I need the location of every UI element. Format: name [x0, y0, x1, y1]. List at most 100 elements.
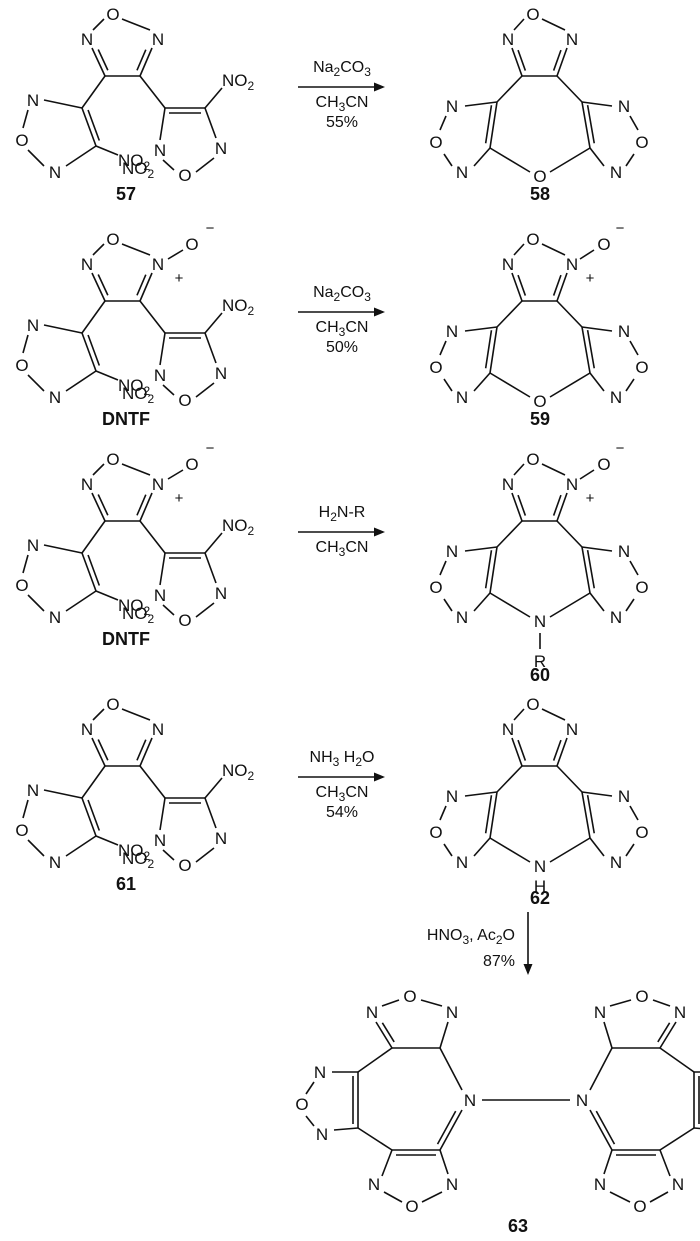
subscript: 3	[333, 755, 340, 769]
nitro-subscript: 2	[248, 304, 255, 318]
n-oxide-bond	[167, 469, 184, 480]
bond-double	[97, 739, 109, 761]
ring-oxygen: O	[178, 391, 191, 410]
bond	[464, 326, 498, 332]
text-run: CH	[316, 94, 339, 111]
bond	[511, 737, 523, 767]
positive-charge: +	[586, 270, 595, 287]
ring-nitrogen: N	[49, 163, 61, 182]
bond	[581, 326, 613, 332]
ring-oxygen: O	[178, 611, 191, 630]
bond	[649, 1191, 669, 1203]
bond	[139, 300, 166, 334]
reaction-condition: HNO3, Ac2O	[427, 927, 515, 947]
ring-nitrogen: N	[314, 1063, 326, 1082]
bond	[81, 797, 97, 837]
bond	[65, 145, 97, 167]
bond	[556, 765, 583, 793]
bridge-oxygen: O	[533, 167, 546, 186]
bond	[489, 592, 531, 618]
bond	[204, 312, 223, 334]
bond	[139, 272, 153, 302]
bond	[659, 1021, 677, 1049]
nitro-group: NO2	[222, 516, 255, 538]
reaction-condition: 55%	[326, 114, 358, 131]
text-run: N-R	[337, 504, 365, 521]
bond	[91, 272, 106, 302]
bond	[489, 147, 531, 173]
bond	[589, 837, 605, 857]
nitro-text: NO	[122, 849, 148, 868]
text-run: O	[362, 749, 374, 766]
bond	[195, 602, 215, 618]
bond-double	[517, 739, 527, 761]
bond	[439, 805, 447, 821]
ring-nitrogen: N	[316, 1125, 328, 1144]
ring-nitrogen: N	[446, 787, 458, 806]
bond	[549, 147, 591, 173]
bond	[81, 300, 106, 334]
bond	[629, 340, 639, 356]
ring-nitrogen: N	[81, 475, 93, 494]
nitro-group: NO2	[122, 604, 155, 626]
subscript: 3	[339, 100, 346, 114]
bond	[489, 101, 498, 149]
reaction-condition: CH3CN	[316, 319, 369, 339]
ring-nitrogen: N	[610, 853, 622, 872]
ring-nitrogen: N	[154, 141, 166, 160]
text-run: CO	[340, 59, 364, 76]
nitro-group: NO2	[122, 159, 155, 181]
bond	[383, 1191, 403, 1203]
subscript: 2	[496, 933, 503, 947]
ring-oxygen: O	[526, 450, 539, 469]
ring-nitrogen: N	[154, 366, 166, 385]
bond	[549, 592, 591, 618]
bond	[489, 372, 531, 398]
bond	[625, 378, 635, 392]
bond	[81, 552, 97, 592]
ring-oxygen: O	[15, 356, 28, 375]
compound-label: DNTF	[102, 629, 150, 649]
bond	[489, 546, 498, 594]
ring-oxygen: O	[635, 133, 648, 152]
ring-nitrogen: N	[610, 608, 622, 627]
ring-oxygen: O	[106, 695, 119, 714]
ring-nitrogen: N	[456, 388, 468, 407]
bond	[581, 546, 613, 552]
nitro-text: NO	[122, 384, 148, 403]
bond-double	[484, 795, 493, 834]
nitro-group: NO2	[118, 841, 151, 863]
bridge-hydrogen: H	[534, 877, 546, 896]
bond	[443, 378, 453, 392]
bond	[139, 737, 153, 767]
n-oxide-oxygen: O	[185, 235, 198, 254]
bond	[162, 604, 175, 616]
nitro-text: NO	[118, 596, 144, 615]
bond	[581, 101, 591, 149]
bond	[159, 552, 166, 586]
subscript: 2	[355, 755, 362, 769]
bond	[195, 157, 215, 173]
ring-nitrogen: N	[446, 322, 458, 341]
nitro-text: NO	[222, 296, 248, 315]
ring-nitrogen: N	[81, 255, 93, 274]
bond	[439, 1047, 463, 1091]
bond-double	[87, 109, 101, 141]
bond	[589, 592, 605, 612]
text-run: O	[503, 927, 515, 944]
bond	[92, 708, 105, 721]
bond-double	[517, 494, 527, 516]
bond	[43, 789, 83, 799]
bond	[381, 1149, 393, 1177]
ring-nitrogen: N	[446, 542, 458, 561]
ring-nitrogen: N	[618, 787, 630, 806]
bond	[81, 75, 106, 109]
ring-nitrogen: N	[81, 720, 93, 739]
bond-double	[136, 494, 147, 516]
compound-label: 62	[530, 888, 550, 908]
